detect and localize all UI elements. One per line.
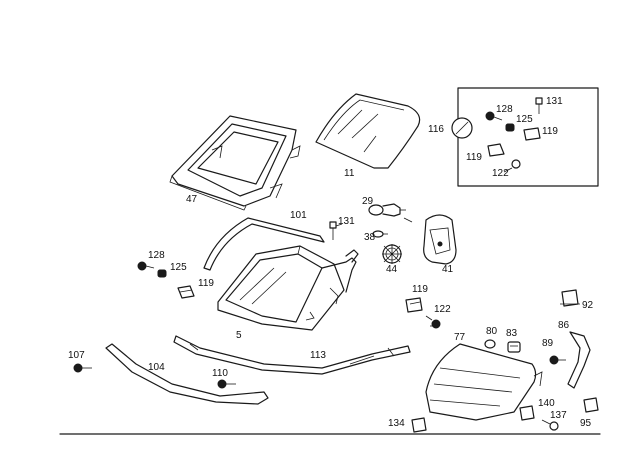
label-part-119-mid: 119 bbox=[412, 284, 428, 295]
part-134-clip bbox=[411, 417, 427, 433]
label-part-137: 137 bbox=[550, 410, 567, 421]
label-part-11: 11 bbox=[344, 168, 355, 179]
label-part-140: 140 bbox=[538, 398, 555, 409]
label-part-131-left: 131 bbox=[338, 216, 355, 227]
part-89-screw bbox=[549, 355, 566, 365]
part-119-clip-inset-a bbox=[523, 127, 541, 141]
label-part-29: 29 bbox=[362, 196, 374, 207]
part-80-bulb bbox=[484, 339, 496, 349]
part-5-headlamp-housing bbox=[217, 245, 359, 331]
label-part-86: 86 bbox=[558, 320, 570, 331]
part-83-socket bbox=[507, 341, 521, 353]
part-125-grommet-left bbox=[157, 269, 167, 278]
part-119-clip-mid bbox=[405, 297, 423, 313]
part-77-tail-lamp bbox=[425, 343, 543, 421]
label-part-116: 116 bbox=[428, 124, 444, 135]
part-131-screw-inset bbox=[535, 97, 543, 114]
part-38-small-bulb bbox=[372, 230, 388, 238]
label-part-125-left: 125 bbox=[170, 262, 187, 273]
part-11-lens bbox=[315, 93, 421, 169]
part-104-trim-bar bbox=[105, 343, 269, 405]
label-part-95: 95 bbox=[580, 418, 592, 429]
label-part-119-inset-right: 119 bbox=[542, 126, 558, 137]
part-101-strip bbox=[203, 217, 325, 271]
label-part-125-inset: 125 bbox=[516, 114, 533, 125]
part-125-grommet-inset bbox=[505, 123, 515, 132]
label-part-128-left: 128 bbox=[148, 250, 165, 261]
part-107-screw bbox=[73, 363, 92, 373]
label-part-122-inset: 122 bbox=[492, 168, 509, 179]
leader-lines bbox=[335, 217, 580, 365]
part-41-cover bbox=[423, 214, 457, 265]
part-140-clip bbox=[519, 405, 535, 421]
part-128-nut-left bbox=[137, 261, 155, 271]
label-part-47: 47 bbox=[186, 194, 198, 205]
detail-inset-box bbox=[451, 87, 599, 187]
part-131-screw-left bbox=[329, 221, 337, 240]
part-110-screw bbox=[217, 379, 236, 389]
part-116-tool bbox=[451, 117, 473, 139]
part-122-screw-inset bbox=[503, 159, 521, 173]
part-128-nut-inset bbox=[485, 111, 503, 121]
label-part-119-inset-left: 119 bbox=[466, 152, 482, 163]
part-86-bracket bbox=[567, 331, 591, 389]
part-47-frame bbox=[169, 115, 301, 211]
label-part-5: 5 bbox=[236, 330, 242, 341]
part-number-labels: 5 11 29 38 41 44 47 77 80 83 86 89 92 95… bbox=[68, 96, 594, 429]
part-113-lower-strip bbox=[173, 335, 411, 375]
label-part-80: 80 bbox=[486, 326, 498, 337]
label-part-101: 101 bbox=[290, 210, 307, 221]
label-part-107: 107 bbox=[68, 350, 85, 361]
label-part-119-left: 119 bbox=[198, 278, 214, 289]
label-part-41: 41 bbox=[442, 264, 454, 275]
label-part-134: 134 bbox=[388, 418, 405, 429]
part-119-clip-inset-b bbox=[487, 143, 505, 157]
label-part-128-inset: 128 bbox=[496, 104, 513, 115]
label-part-77: 77 bbox=[454, 332, 466, 343]
label-part-131-inset: 131 bbox=[546, 96, 563, 107]
label-part-122-mid: 122 bbox=[434, 304, 451, 315]
label-part-44: 44 bbox=[386, 264, 398, 275]
label-part-83: 83 bbox=[506, 328, 518, 339]
label-part-38: 38 bbox=[364, 232, 376, 243]
part-29-bulb bbox=[368, 203, 406, 217]
label-part-92: 92 bbox=[582, 300, 594, 311]
label-part-113: 113 bbox=[310, 350, 326, 361]
label-part-110: 110 bbox=[212, 368, 228, 379]
label-part-104: 104 bbox=[148, 362, 165, 373]
label-part-89: 89 bbox=[542, 338, 554, 349]
part-95-clip bbox=[583, 397, 599, 413]
part-119-clip-left bbox=[177, 285, 195, 299]
part-137-screw bbox=[541, 419, 559, 431]
part-44-gear bbox=[382, 244, 402, 264]
